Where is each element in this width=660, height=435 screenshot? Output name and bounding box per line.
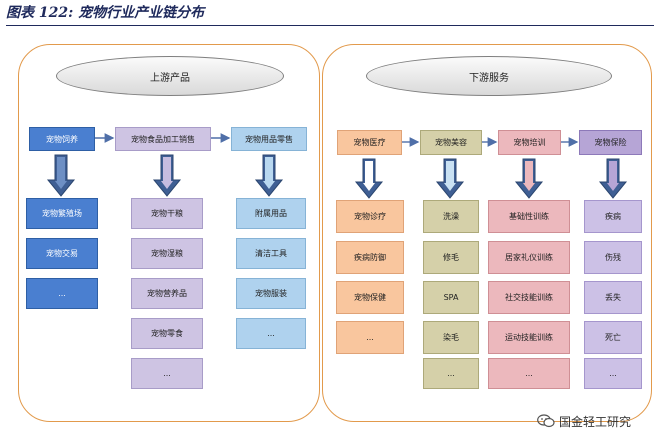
down-arrow-beauty: [435, 158, 465, 199]
insurance-item: 疾病: [584, 200, 642, 233]
watermark-text: 国金轻工研究: [559, 414, 632, 429]
beauty-category: 宠物美容: [420, 130, 482, 155]
training-item: 社交技能训练: [488, 281, 570, 314]
down-arrow-feeding: [46, 154, 76, 197]
medical-item: 宠物保健: [336, 281, 404, 314]
downstream-header: 下游服务: [366, 56, 612, 96]
beauty-item: SPA: [423, 281, 479, 314]
down-arrow-medical: [354, 158, 384, 199]
supplies-item: 宠物服装: [236, 278, 306, 309]
insurance-item: ...: [584, 358, 642, 389]
food-item: ...: [131, 358, 203, 389]
supplies-category: 宠物用品零售: [231, 127, 307, 151]
beauty-item: 染毛: [423, 321, 479, 354]
medical-item: 疾病防御: [336, 241, 404, 274]
insurance-item: 伤残: [584, 241, 642, 274]
supplies-item: 附属用品: [236, 198, 306, 229]
beauty-item: 修毛: [423, 241, 479, 274]
training-item: 居家礼仪训练: [488, 241, 570, 274]
food-category: 宠物食品加工销售: [115, 127, 211, 151]
training-category: 宠物培训: [498, 130, 561, 155]
figure-title: 图表 122: 宠物行业产业链分布: [6, 5, 205, 21]
food-item: 宠物零食: [131, 318, 203, 349]
feeding-item: ...: [26, 278, 98, 309]
title-divider: [6, 25, 654, 26]
watermark: 国金轻工研究: [537, 412, 631, 430]
supplies-item: 清洁工具: [236, 238, 306, 269]
wechat-icon: [537, 414, 555, 428]
training-item: 运动技能训练: [488, 321, 570, 354]
insurance-item: 死亡: [584, 321, 642, 354]
food-item: 宠物干粮: [131, 198, 203, 229]
upstream-header: 上游产品: [56, 56, 284, 96]
food-item: 宠物湿粮: [131, 238, 203, 269]
beauty-item: 洗澡: [423, 200, 479, 233]
food-item: 宠物营养品: [131, 278, 203, 309]
insurance-category: 宠物保险: [579, 130, 642, 155]
medical-category: 宠物医疗: [337, 130, 402, 155]
training-item: 基础性训练: [488, 200, 570, 233]
down-arrow-training: [514, 158, 544, 199]
training-item: ...: [488, 358, 570, 389]
feeding-item: 宠物交易: [26, 238, 98, 269]
insurance-item: 丢失: [584, 281, 642, 314]
supplies-item: ...: [236, 318, 306, 349]
beauty-item: ...: [423, 358, 479, 389]
down-arrow-supplies: [254, 154, 284, 197]
medical-item: 宠物诊疗: [336, 200, 404, 233]
medical-item: ...: [336, 321, 404, 354]
down-arrow-food: [152, 154, 182, 197]
feeding-item: 宠物繁殖场: [26, 198, 98, 229]
feeding-category: 宠物饲养: [29, 127, 95, 151]
down-arrow-insurance: [598, 158, 628, 199]
